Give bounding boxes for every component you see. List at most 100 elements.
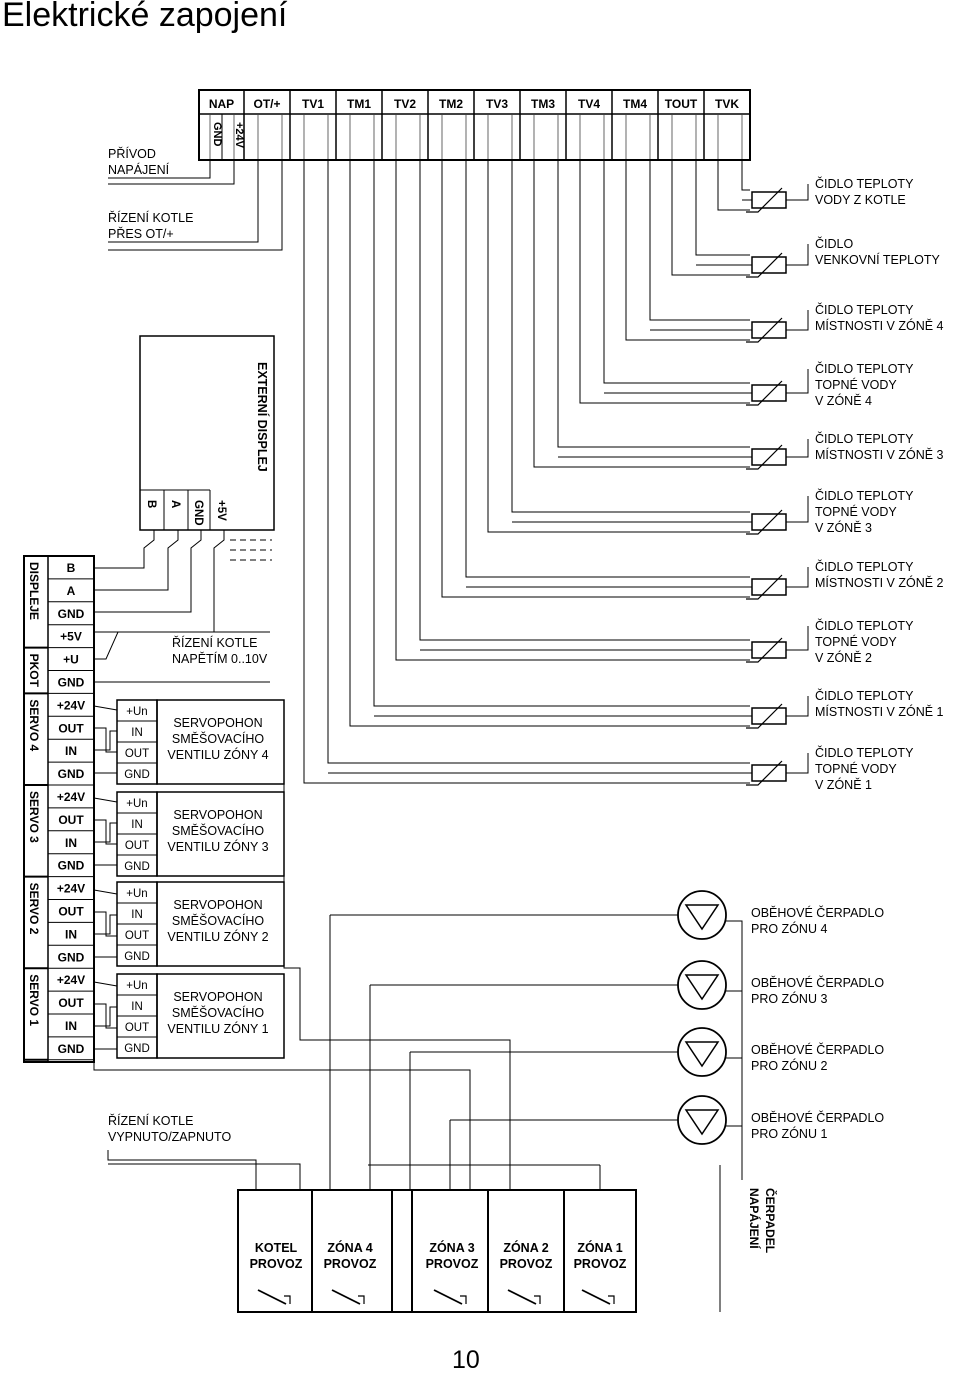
sensor-feed-wire	[603, 160, 750, 384]
temp-sensor-symbol	[746, 317, 787, 343]
left-strip-group-label: SERVO 2	[27, 883, 41, 935]
sensor-feed-wire	[695, 160, 750, 256]
servo-terminal-label: OUT	[125, 1022, 149, 1034]
display-pin-label: GND	[192, 500, 204, 526]
servo-label-line: SERVOPOHON	[173, 716, 262, 730]
sensor-label-line: MÍSTNOSTI V ZÓNĚ 4	[815, 318, 944, 333]
sensor-label-line: TOPNÉ VODY	[815, 504, 897, 519]
contact-blade	[581, 1289, 611, 1305]
pump-wire-right	[726, 920, 743, 1180]
sensor-return-wire	[579, 160, 750, 404]
circulation-pump-icon	[677, 1095, 727, 1145]
sensor-wire-right	[786, 696, 809, 717]
left-strip-pin-label: GND	[58, 607, 85, 621]
terminal-label-ot: OT/+	[253, 97, 280, 111]
sensor-label-line: ČIDLO TEPLOTY	[815, 176, 914, 191]
left-strip-pin-label: OUT	[58, 996, 84, 1010]
sensor-diagonal	[746, 574, 783, 600]
contact-stub	[534, 1295, 541, 1304]
sensor-label-line: MÍSTNOSTI V ZÓNĚ 3	[815, 447, 944, 462]
left-terminal-strip	[23, 555, 95, 1063]
sensor-feed-wire	[327, 160, 750, 764]
sensor-body	[751, 448, 787, 466]
power-wire-gnd	[108, 160, 211, 179]
sensor-wire-right	[786, 310, 809, 331]
sensor-diagonal	[746, 380, 783, 406]
pump-supply-label: ČERPADEL	[763, 1188, 778, 1253]
terminal-boxes	[23, 89, 751, 1313]
servo-terminal-label: +Un	[126, 706, 147, 718]
left-strip-group-label: SERVO 3	[27, 791, 41, 843]
servo-label-line: SERVOPOHON	[173, 898, 262, 912]
page-title: Elektrické zapojení	[2, 0, 288, 34]
left-strip-pin-label: GND	[58, 950, 85, 964]
sensor-label-line: TOPNÉ VODY	[815, 634, 897, 649]
contact-blade	[331, 1289, 361, 1305]
display-wire-gnd	[94, 530, 202, 613]
voltage-wire-u	[94, 631, 270, 660]
terminal-label-tv2: TV2	[394, 97, 416, 111]
terminal-label-tm1: TM1	[347, 97, 371, 111]
pump-circle	[677, 1027, 727, 1077]
sensor-feed-wire	[511, 160, 750, 513]
sensor-return-wire	[395, 160, 750, 661]
display-wire-a	[94, 530, 179, 591]
terminal-label-tm2: TM2	[439, 97, 463, 111]
temp-sensor-symbol	[746, 509, 787, 535]
sensor-body	[751, 578, 787, 596]
relay-label-line: PROVOZ	[250, 1257, 303, 1271]
terminal-label-tvk: TVK	[715, 97, 739, 111]
servo-terminal-label: OUT	[125, 748, 149, 760]
sensor-label-line: VODY Z KOTLE	[815, 193, 906, 207]
sensor-return-wire	[441, 160, 750, 598]
relay-block	[237, 1189, 637, 1313]
left-strip-pin-label: +24V	[57, 882, 85, 896]
left-strip-group-label: SERVO 1	[27, 974, 41, 1026]
left-strip-pin-label: OUT	[58, 813, 84, 827]
servo-label-line: VENTILU ZÓNY 1	[167, 1021, 268, 1036]
relay-label-line: ZÓNA 2	[503, 1240, 548, 1255]
left-strip-pin-label: IN	[65, 744, 77, 758]
left-strip-pin-label: OUT	[58, 721, 84, 735]
servo-wire-24v	[93, 889, 118, 895]
left-strip-pin-label: GND	[58, 676, 85, 690]
power-wire-24v	[108, 160, 235, 185]
sensor-feed-wire	[419, 160, 750, 641]
left-strip-group-label: DISPLEJE	[27, 562, 41, 620]
servo-terminal-label: +Un	[126, 798, 147, 810]
pump-label-line: OBĚHOVÉ ČERPADLO	[751, 905, 884, 920]
sensor-wire-right	[786, 439, 809, 458]
servo-label-line: SERVOPOHON	[173, 808, 262, 822]
contact-blade	[257, 1289, 287, 1305]
power-supply-label: PŘÍVOD	[108, 146, 156, 161]
pump-wire-right	[726, 990, 743, 1180]
sensor-body	[751, 764, 787, 782]
servo-terminal-label: IN	[131, 727, 143, 739]
sensor-wire-right	[786, 184, 809, 201]
relay-label-line: PROVOZ	[574, 1257, 627, 1271]
component-symbols	[257, 187, 787, 1305]
sensor-diagonal	[746, 317, 783, 343]
display-wire-b	[94, 530, 155, 569]
onoff-wire-b	[108, 1163, 301, 1190]
sensor-return-wire	[671, 160, 750, 276]
sensor-label-line: V ZÓNĚ 3	[815, 520, 872, 535]
sensor-feed-wire	[373, 160, 750, 707]
contact-stub	[460, 1295, 467, 1304]
pump-triangle	[684, 1109, 720, 1136]
pump-label-line: OBĚHOVÉ ČERPADLO	[751, 975, 884, 990]
servo-wire-in	[94, 730, 117, 751]
ot-wire-a	[108, 160, 259, 243]
sensor-feed-wire	[465, 160, 750, 578]
sensor-diagonal	[746, 509, 783, 535]
power-supply-label: NAPÁJENÍ	[108, 162, 170, 177]
terminal-label-tm4: TM4	[623, 97, 647, 111]
relay-contact-symbol	[257, 1289, 291, 1305]
terminal-label-nap: NAP	[209, 97, 234, 111]
sensor-wire-right	[786, 496, 809, 523]
temp-sensor-symbol	[746, 637, 787, 663]
pump-label-line: PRO ZÓNU 3	[751, 991, 827, 1006]
sensor-label-line: ČIDLO	[815, 236, 853, 251]
